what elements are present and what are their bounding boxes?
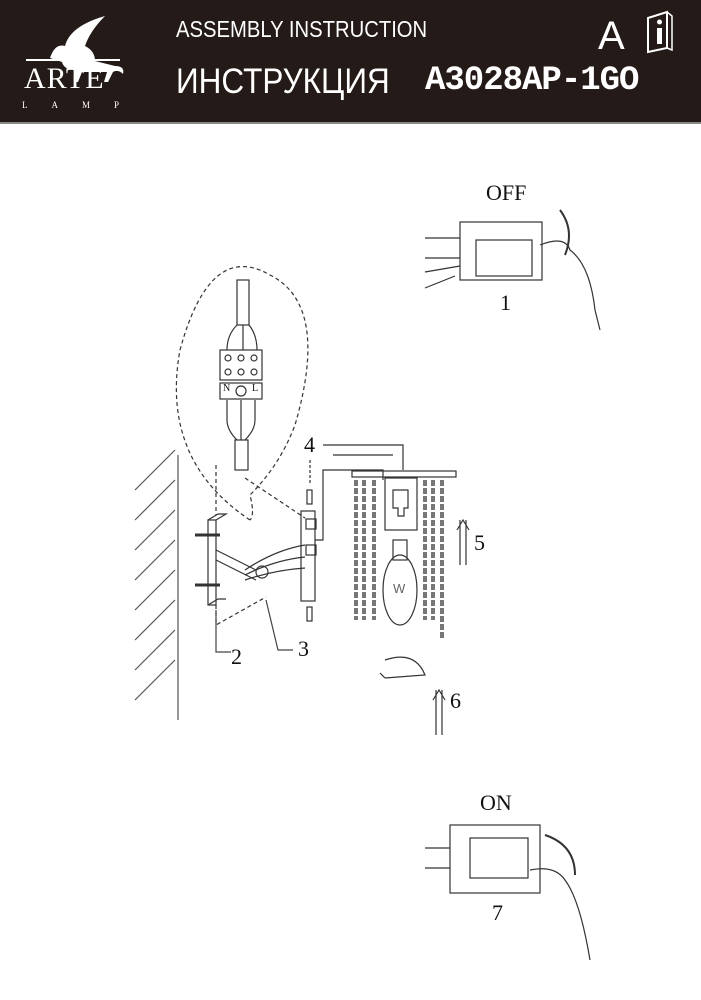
switch-off-illustration [424,209,601,331]
step-4-label: 4 [304,432,315,457]
crystal-strings [351,470,457,640]
on-label: ON [480,790,512,815]
step-1-label: 1 [500,290,511,315]
brand-sub: LAMP [22,100,144,110]
model-number: A3028AP-1GO [425,62,639,100]
step-6-label: 6 [450,688,461,713]
step-5-label: 5 [474,530,485,555]
light-bulb [382,539,418,626]
bulb-label: W [393,581,406,596]
info-book-icon [647,10,673,54]
connector-wires [244,544,306,581]
mounting-bracket [195,465,267,627]
terminal-neutral: N [223,383,231,394]
language-letter: A [598,14,625,58]
rotate-arrow [379,656,426,679]
step-3-label: 3 [298,636,309,661]
off-label: OFF [486,180,527,205]
title-russian: ИНСТРУКЦИЯ [176,62,390,101]
terminal-block [219,279,263,471]
arrow-up-6 [432,688,446,735]
wall-plate [300,444,404,622]
wall-hatching [134,449,179,720]
step-7-label: 7 [492,900,503,925]
terminal-live: L [252,383,259,394]
brand-name: ARTE [24,62,105,95]
detail-bubble [175,265,309,521]
switch-on-illustration [425,824,591,961]
title-english: ASSEMBLY INSTRUCTION [176,16,428,42]
arrow-up-5 [456,518,470,565]
griffin-logo-icon [26,16,124,82]
step-2-label: 2 [231,644,242,669]
header-banner: ARTE LAMP ASSEMBLY INSTRUCTION ИНСТРУКЦИ… [0,0,701,124]
